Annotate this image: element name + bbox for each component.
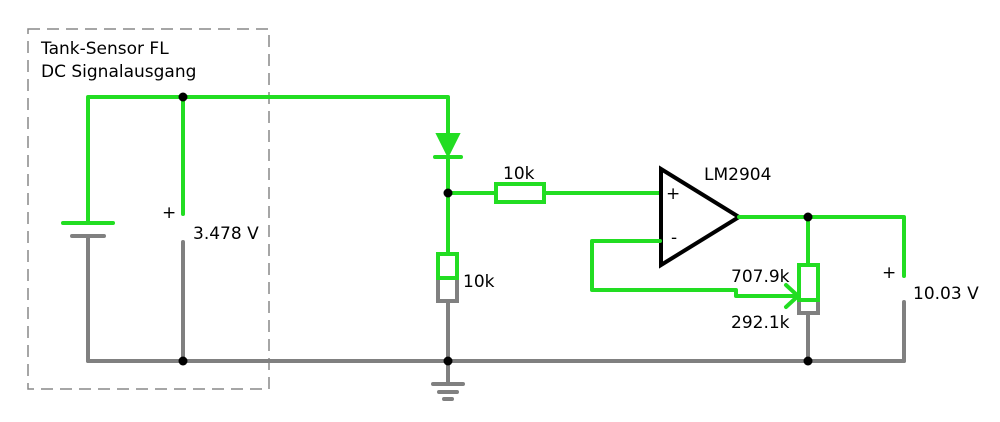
battery-symbol bbox=[61, 221, 115, 363]
shunt-resistor: 10k bbox=[436, 252, 495, 363]
opamp-plus: + bbox=[666, 184, 680, 204]
output-voltmeter-plus: + bbox=[882, 263, 896, 283]
junction-dot bbox=[178, 356, 188, 366]
shunt-resistor-value: 10k bbox=[463, 272, 495, 292]
sensor-title-line2: DC Signalausgang bbox=[41, 62, 196, 82]
sensor-title-line1: Tank-Sensor FL bbox=[40, 39, 169, 59]
ground-icon bbox=[431, 382, 465, 401]
junction-dots bbox=[178, 92, 813, 366]
diode-symbol bbox=[433, 133, 463, 256]
junction-dot bbox=[178, 92, 188, 102]
output-voltmeter-reading: 10.03 V bbox=[913, 284, 979, 304]
input-voltmeter-reading: 3.478 V bbox=[193, 224, 259, 244]
series-resistor: 10k bbox=[446, 164, 662, 204]
output-wire bbox=[737, 215, 906, 278]
potentiometer: 707.9k 292.1k bbox=[731, 263, 820, 363]
junction-dot bbox=[803, 356, 813, 366]
junction-dot bbox=[803, 212, 813, 222]
opamp-minus: - bbox=[671, 228, 677, 248]
pot-upper-value: 707.9k bbox=[731, 267, 790, 287]
junction-dot bbox=[443, 356, 453, 366]
opamp-part-label: LM2904 bbox=[704, 165, 771, 185]
output-voltmeter: + 10.03 V bbox=[882, 263, 979, 363]
supply-wire bbox=[86, 95, 450, 224]
pot-lower-value: 292.1k bbox=[731, 313, 790, 333]
junction-dot bbox=[443, 188, 453, 198]
opamp-symbol: + - LM2904 bbox=[659, 165, 771, 269]
sensor-box bbox=[27, 28, 270, 390]
input-voltmeter: + 3.478 V bbox=[162, 203, 259, 363]
series-resistor-value: 10k bbox=[503, 164, 535, 184]
ground-rail bbox=[86, 359, 906, 386]
input-voltmeter-plus: + bbox=[162, 203, 176, 223]
